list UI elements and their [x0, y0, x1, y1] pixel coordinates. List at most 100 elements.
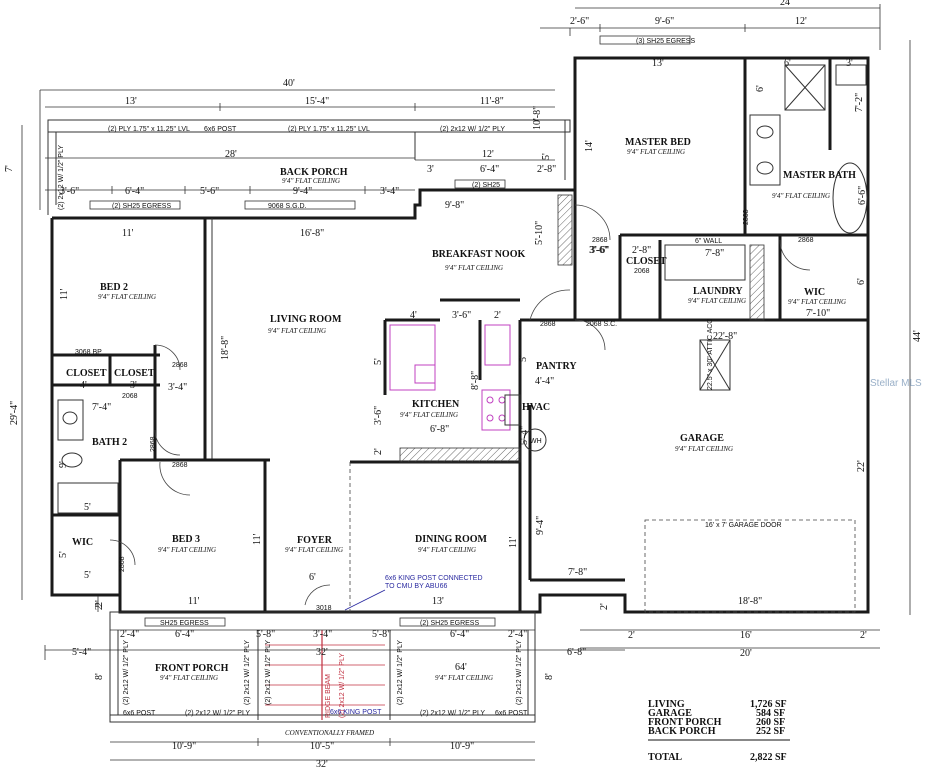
dim-master-top: 13' [652, 58, 664, 69]
summary-total-label: TOTAL [648, 752, 682, 763]
dim-b-64a: 6'-4" [175, 629, 194, 640]
dim-dining-94: 9'-4" [535, 516, 546, 535]
dim-kit-2v: 2' [373, 448, 384, 455]
summary-value-front-porch: 260 SF [756, 717, 785, 728]
dim-nook-510: 5'-10" [534, 221, 545, 245]
room-hvac: HVAC [522, 402, 550, 413]
dim-nook-98: 9'-8" [445, 200, 464, 211]
window-sh25: (2) SH25 [472, 182, 500, 189]
hatched-wall-kitchen [399, 447, 521, 463]
dim-closet-3: 3' [130, 380, 137, 391]
note-front-v3: (2) 2x12 W/ 1/2" PLY [397, 640, 404, 705]
dim-mb-36: 3'-6" [589, 245, 608, 256]
room-closet-small: CLOSET [626, 256, 667, 267]
dim-wic-5b: 5' [84, 570, 91, 581]
ceiling-wic-master: 9'4" FLAT CEILING [788, 298, 846, 306]
dim-bath2-74: 7'-4" [92, 402, 111, 413]
dim-b-16: 16' [740, 630, 752, 641]
summary-value-back-porch: 252 SF [756, 726, 785, 737]
dim-kit-68: 6'-8" [430, 424, 449, 435]
door-2868-bath2: 2868 [150, 436, 157, 452]
dim-height-108: 10'-8" [532, 106, 543, 130]
dim-closet-4: 4' [80, 380, 87, 391]
window-front-egress: (2) SH25 EGRESS [420, 620, 479, 627]
dim-kit-36: 3'-6" [452, 310, 471, 321]
dim-dining-11: 11' [508, 536, 519, 548]
summary-total-value: 2,822 SF [750, 752, 787, 763]
dim-bed3-11w: 11' [188, 596, 200, 607]
door-2868-pantry: 2868 [540, 321, 556, 328]
garage-door-label: 16' x 7' GARAGE DOOR [705, 522, 782, 529]
dim-porch-3: 3' [427, 164, 434, 175]
room-bath2: BATH 2 [92, 437, 127, 448]
room-closet-bed2b: CLOSET [114, 368, 155, 379]
dim-kit-88: 8'-8" [470, 371, 481, 390]
door-2868-a: 2868 [592, 237, 608, 244]
summary-value-garage: 584 SF [756, 708, 785, 719]
dim-b-64b: 6'-4" [450, 629, 469, 640]
ceiling-dining: 9'4" FLAT CEILING [418, 546, 476, 554]
ceiling-foyer: 9'4" FLAT CEILING [285, 546, 343, 554]
dim-bath-top-small: 3' [846, 58, 853, 69]
back-porch-name: BACK PORCH [280, 167, 348, 178]
note-front-bottom-beam: (2) 2x12 W/ 1/2" PLY [185, 710, 250, 717]
room-bed2: BED 2 [100, 282, 128, 293]
dim-ll-2: 2' [94, 603, 105, 610]
room-front-porch: FRONT PORCH [155, 663, 229, 674]
dim-garage-228: 22'-8" [713, 331, 737, 342]
dim-height-66: 6'-6" [857, 186, 868, 205]
dim-b-58a: 5'-8" [256, 629, 275, 640]
area-summary: LIVING 1,726 SF GARAGE 584 SF FRONT PORC… [648, 699, 790, 763]
ceiling-front-porch: 9'4" FLAT CEILING [160, 674, 218, 682]
door-2068: 2068 [634, 268, 650, 275]
dim-pw-3: 5'-6" [200, 186, 219, 197]
top-dimension-lines [21, 4, 911, 615]
dim-b-54: 5'-4" [72, 647, 91, 658]
room-living: LIVING ROOM [270, 314, 342, 325]
room-front-porch-right: 64' [455, 662, 467, 673]
dim-living-h: 18'-8" [220, 336, 231, 360]
room-bed3: BED 3 [172, 534, 200, 545]
room-wic-master: WIC [804, 287, 825, 298]
dim-seg-1: 2'-6" [570, 16, 589, 27]
note-king-post-label: 6x6 KING POST [330, 709, 382, 716]
front-porch-frame [109, 611, 536, 723]
summary-value-living: 1,726 SF [750, 699, 787, 710]
dim-garage-2: 2' [599, 603, 610, 610]
dim-b-20: 20' [740, 648, 752, 659]
dim-wic-5: 5' [58, 551, 69, 558]
dim-kit-5: 5' [373, 358, 384, 365]
dim-living-w: 16'-8" [300, 228, 324, 239]
dim-dining-13: 13' [432, 596, 444, 607]
window-bed3-egress: SH25 EGRESS [160, 620, 209, 627]
note-ridge-ply: (2) 2x12 W/ 1/2" PLY [339, 653, 346, 718]
summary-label-living: LIVING [648, 699, 685, 710]
door-swings [109, 204, 811, 606]
dim-porch-64: 6'-4" [480, 164, 499, 175]
door-2868-b: 2868 [743, 209, 750, 225]
dim-overall-right: 24 [780, 0, 790, 8]
ceiling-kitchen: 9'4" FLAT CEILING [400, 411, 458, 419]
room-kitchen: KITCHEN [412, 399, 460, 410]
summary-label-front-porch: FRONT PORCH [648, 717, 722, 728]
dim-hvac-54: 5'-4" [519, 426, 530, 445]
room-master-bed: MASTER BED [625, 137, 691, 148]
dim-pw-1: 3'-6" [60, 186, 79, 197]
attic-access: 22.5" x 30" ATTIC ACC [707, 319, 714, 390]
dim-laundry-78: 7'-8" [705, 248, 724, 259]
watermark: Stellar MLS [870, 378, 922, 389]
beam-lvl-2: (2) PLY 1.75" x 11.25" LVL [288, 126, 370, 133]
dim-b-105: 10'-5" [310, 741, 334, 752]
dim-bed3-11: 11' [252, 533, 263, 545]
dim-garage-22: 22' [856, 460, 867, 472]
dim-left-seg-3: 11'-8" [480, 96, 504, 107]
note-king-post-2: TO CMU BY ABU66 [385, 583, 447, 590]
note-front-bottom-beam-2: (2) 2x12 W/ 1/2" PLY [420, 710, 485, 717]
dim-left-overall: 40' [283, 78, 295, 89]
hatched-wall-laundry [749, 244, 765, 321]
ceiling-front-porch-right: 9'4" FLAT CEILING [435, 674, 493, 682]
back-porch-frame [47, 119, 571, 215]
room-breakfast-nook: BREAKFAST NOOK [432, 249, 525, 260]
note-front-left-beam: (2) 2x12 W/ 1/2" PLY [123, 640, 130, 705]
